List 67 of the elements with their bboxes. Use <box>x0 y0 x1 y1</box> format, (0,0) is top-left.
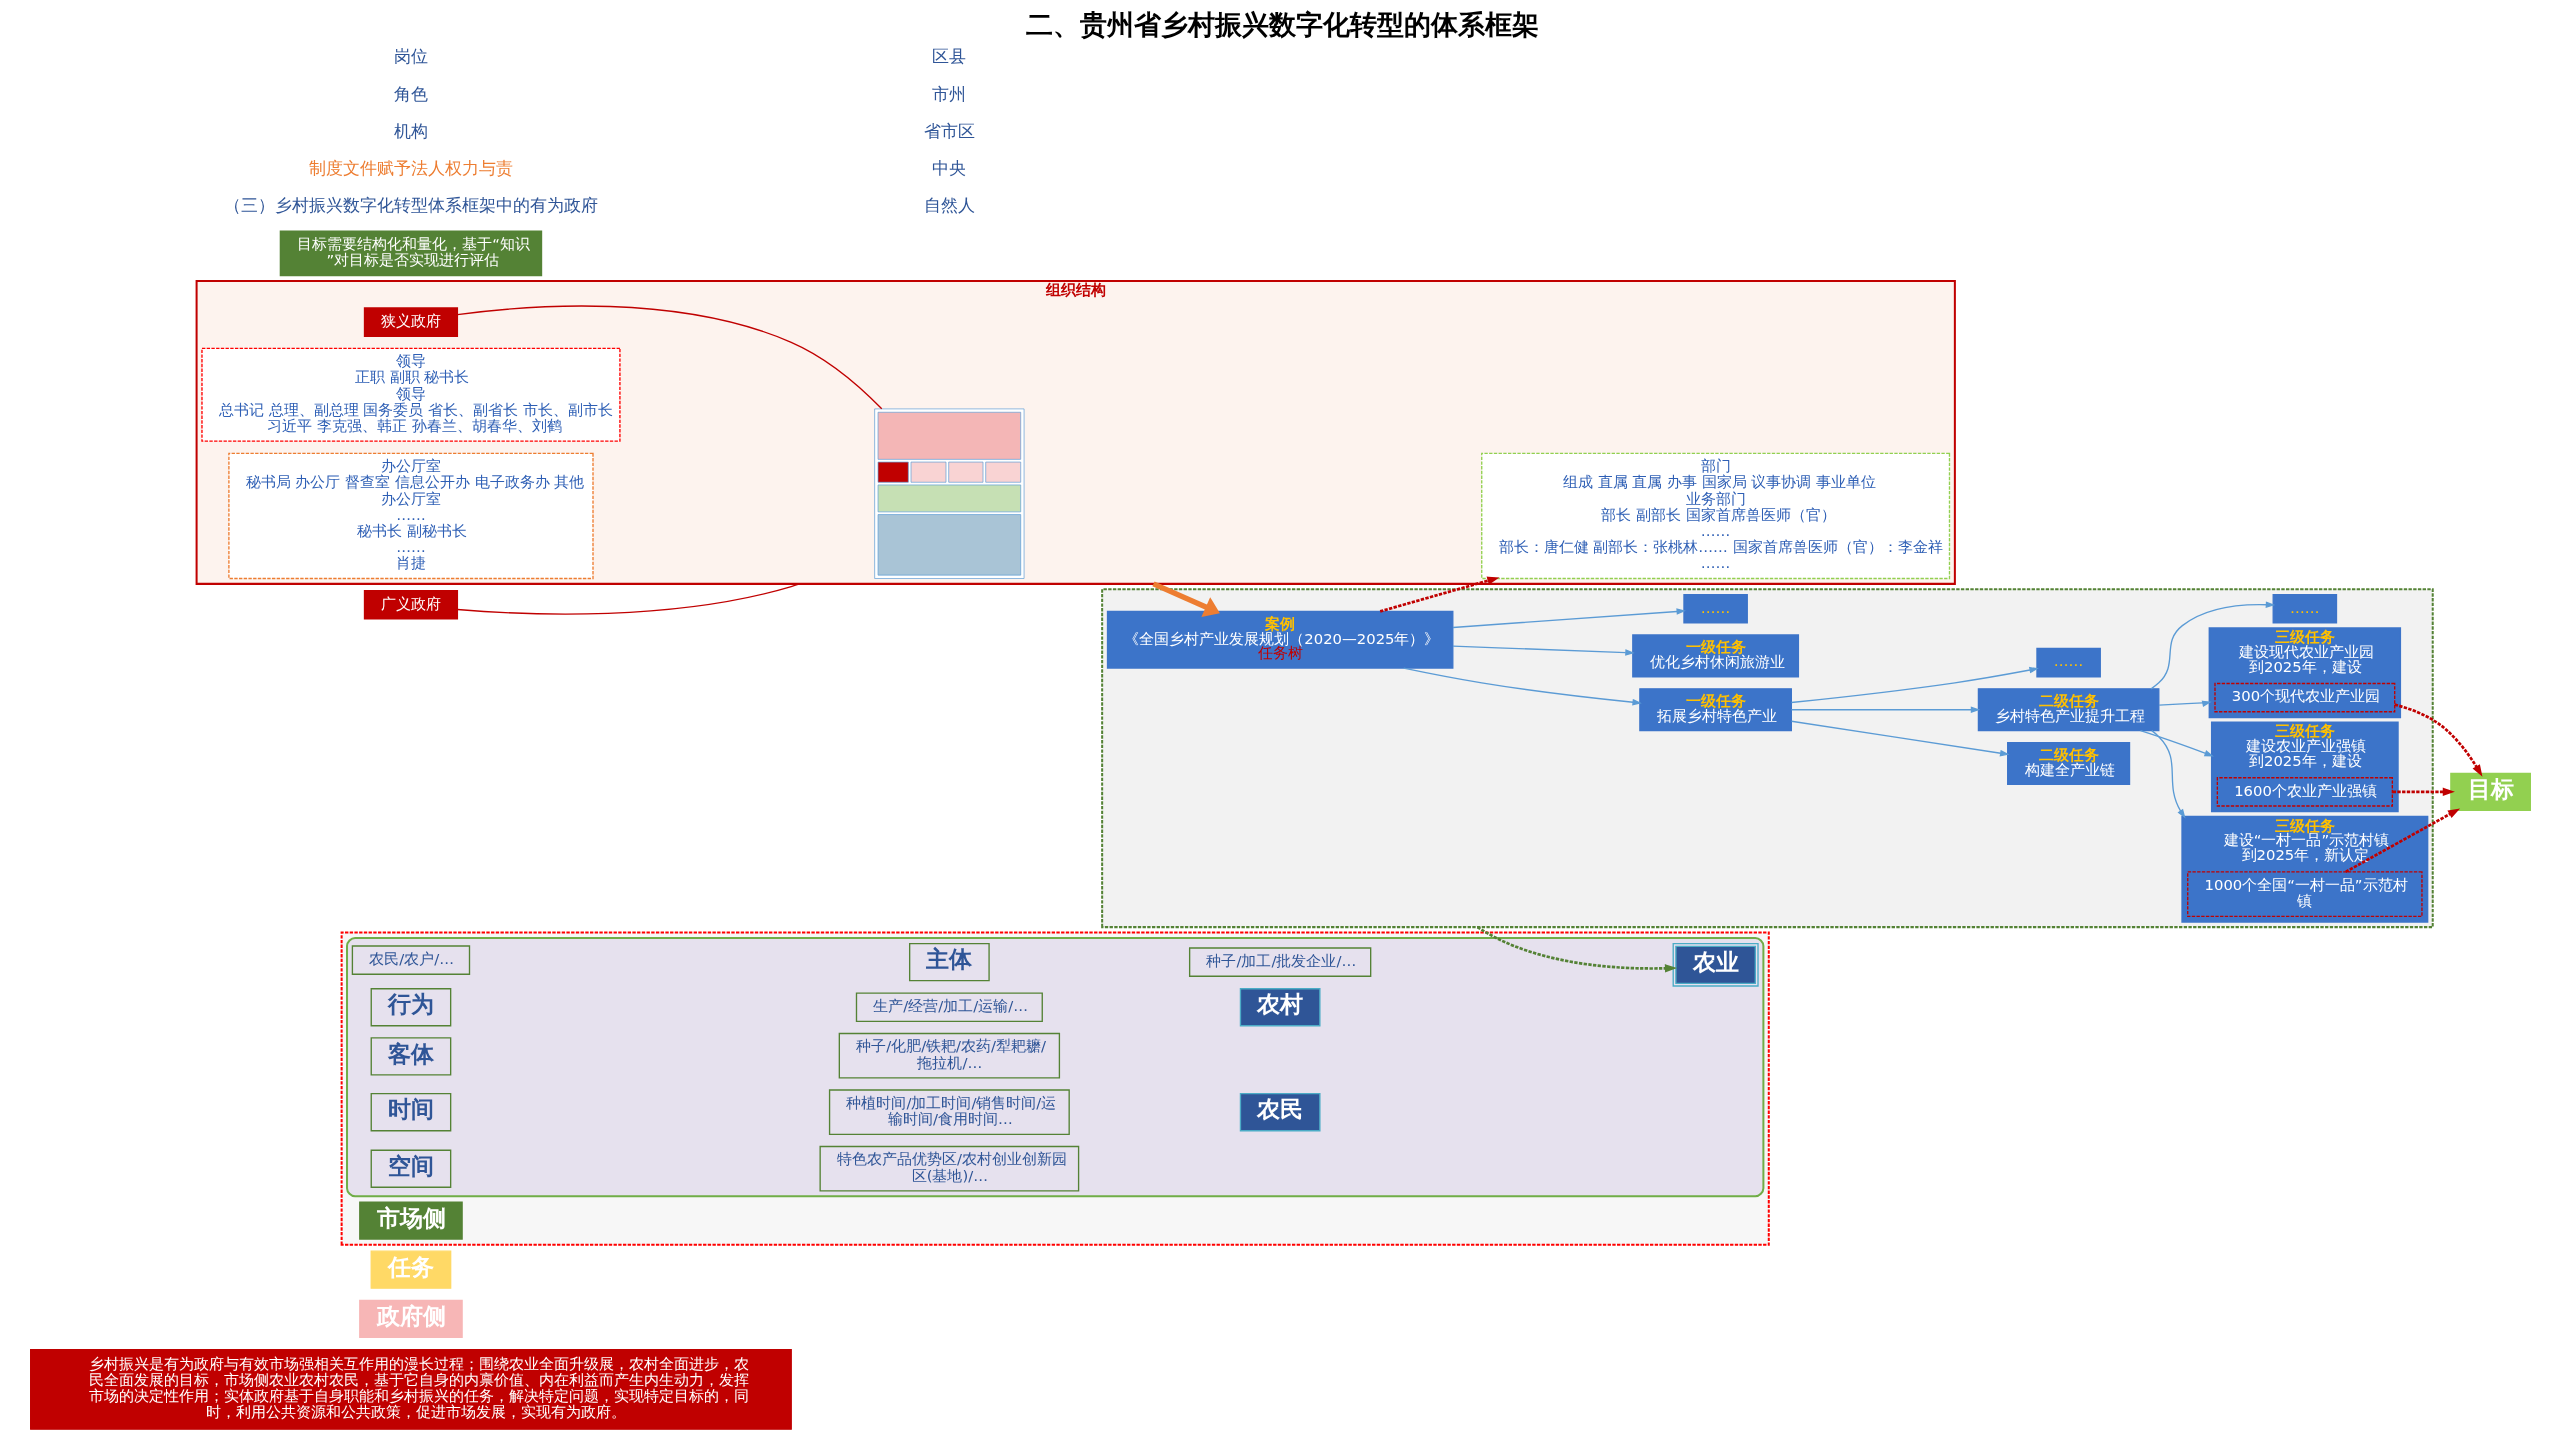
arrow <box>1379 576 1499 613</box>
node-box: 办公厅室 秘书局 办公厅 督查室 信息公开办 电子政务办 其他 办公厅室 …… 秘书长 副秘书长 …… 肖捷 <box>227 452 594 580</box>
cluster <box>1100 588 2434 929</box>
label: （三）乡村振兴数字化转型体系框架中的有为政府 <box>223 194 598 215</box>
arrow <box>1476 926 1677 973</box>
node-box: 目标 <box>2449 772 2531 812</box>
node-box: 主体 <box>908 942 990 982</box>
node-box: 农村 <box>1239 988 1321 1027</box>
arrow <box>2393 703 2482 777</box>
node-box: 一级任务 优化乡村休闲旅游业 <box>1631 634 1799 678</box>
node-box: 二级任务 乡村特色产业提升工程 <box>1977 688 2159 732</box>
arrow <box>1790 666 2039 704</box>
node-box: 农民/农户/… <box>351 945 470 975</box>
label: 市州 <box>931 83 966 104</box>
diagram-title: 二、贵州省乡村振兴数字化转型的体系框架 <box>1025 9 1539 41</box>
node-box: …… <box>2272 593 2337 624</box>
node-box: 目标需要结构化和量化，基于“知识”对目标是否实现进行评估 <box>279 230 542 277</box>
node-box: 1600个农业产业强镇 <box>2216 777 2393 807</box>
node-box: 1000个全国“一村一品”示范村镇 <box>2186 871 2423 918</box>
node-box: 任务 <box>370 1250 451 1289</box>
label: 区县 <box>931 46 966 67</box>
label: 机构 <box>393 120 428 141</box>
arrow <box>2392 787 2455 797</box>
node-box: 客体 <box>370 1037 451 1076</box>
arrow <box>2157 700 2212 707</box>
node-box: 行为 <box>370 988 451 1027</box>
node-box: …… <box>1682 593 1748 624</box>
node-box: 市场侧 <box>358 1201 463 1240</box>
node-box: 时间 <box>370 1093 451 1132</box>
node-box: …… <box>2035 647 2101 678</box>
node-box: 空间 <box>370 1149 451 1188</box>
node-box: 生产/经营/加工/运输/… <box>855 992 1043 1023</box>
arrow <box>2150 729 2186 819</box>
node-box: 二级任务 构建全产业链 <box>2006 742 2130 786</box>
node-box: 种植时间/加工时间/销售时间/运输时间/食用时间… <box>828 1089 1070 1136</box>
node-box: 300个现代农业产业园 <box>2213 682 2395 713</box>
node-box: 特色农产品优势区/农村创业创新园区(基地)/… <box>818 1145 1079 1192</box>
node-box: 一级任务 拓展乡村特色产业 <box>1638 688 1792 732</box>
label: 省市区 <box>923 120 975 141</box>
arrow <box>1451 645 1635 656</box>
label: 制度文件赋予法人权力与责 <box>308 157 513 178</box>
node-box: 种子/加工/批发企业/… <box>1188 947 1371 977</box>
node-box: 种子/化肥/铁耙/农药/犁耙耱/拖拉机/… <box>838 1032 1060 1079</box>
node-box: 领导 正职 副职 秘书长 领导 总书记 总理、副总理 国务委员 省长、副省长 市长、副市长 习近平 李克强、韩正 孙春兰、胡春华、刘鹤 <box>200 347 621 442</box>
arrow <box>2139 730 2214 757</box>
arrow <box>1402 667 1642 706</box>
node-box: 案例 《全国乡村产业发展规划（2020—2025年）》 任务树 <box>1106 610 1453 669</box>
arrow <box>1790 706 1980 714</box>
label: 自然人 <box>923 194 975 215</box>
cluster <box>340 931 1770 1246</box>
node-box: 狭义政府 <box>363 307 458 337</box>
label: 岗位 <box>393 46 428 67</box>
connector <box>456 305 882 410</box>
arrow <box>2344 808 2460 873</box>
arrow <box>1790 720 2009 757</box>
node-box: 乡村振兴是有为政府与有效市场强相关互作用的漫长过程；围绕农业全面升级展，农村全面进步，农民全面发展的目标，市场侧农业农村农民，基于它自身的内禀价值、内在利益而产生内生动力，发挥市场的决定性作用；实体政府基于自身职能和乡村振兴的任务，解决特定问题，实现特定目标的，同时，利用公共资源和公共政策，促进市场发展，实现有为政府。 <box>29 1349 792 1430</box>
label: 角色 <box>393 83 428 104</box>
arrow <box>1451 608 1686 629</box>
label: 中央 <box>931 157 966 178</box>
arrow <box>2149 601 2275 690</box>
cluster <box>345 936 1764 1198</box>
node-box: 农民 <box>1239 1093 1321 1132</box>
connector <box>456 583 800 615</box>
arrow <box>1151 581 1220 617</box>
node-box: 政府侧 <box>358 1299 463 1338</box>
node-box: 广义政府 <box>363 589 458 620</box>
node-box: 部门 组成 直属 直属 办事 国家局 议事协调 事业单位 业务部门 部长 副部长 国家首席兽医师（官） …… 部长：唐仁健 副部长：张桃林…… 国家首席兽医师（官）：李金祥 …… <box>1480 452 1950 580</box>
